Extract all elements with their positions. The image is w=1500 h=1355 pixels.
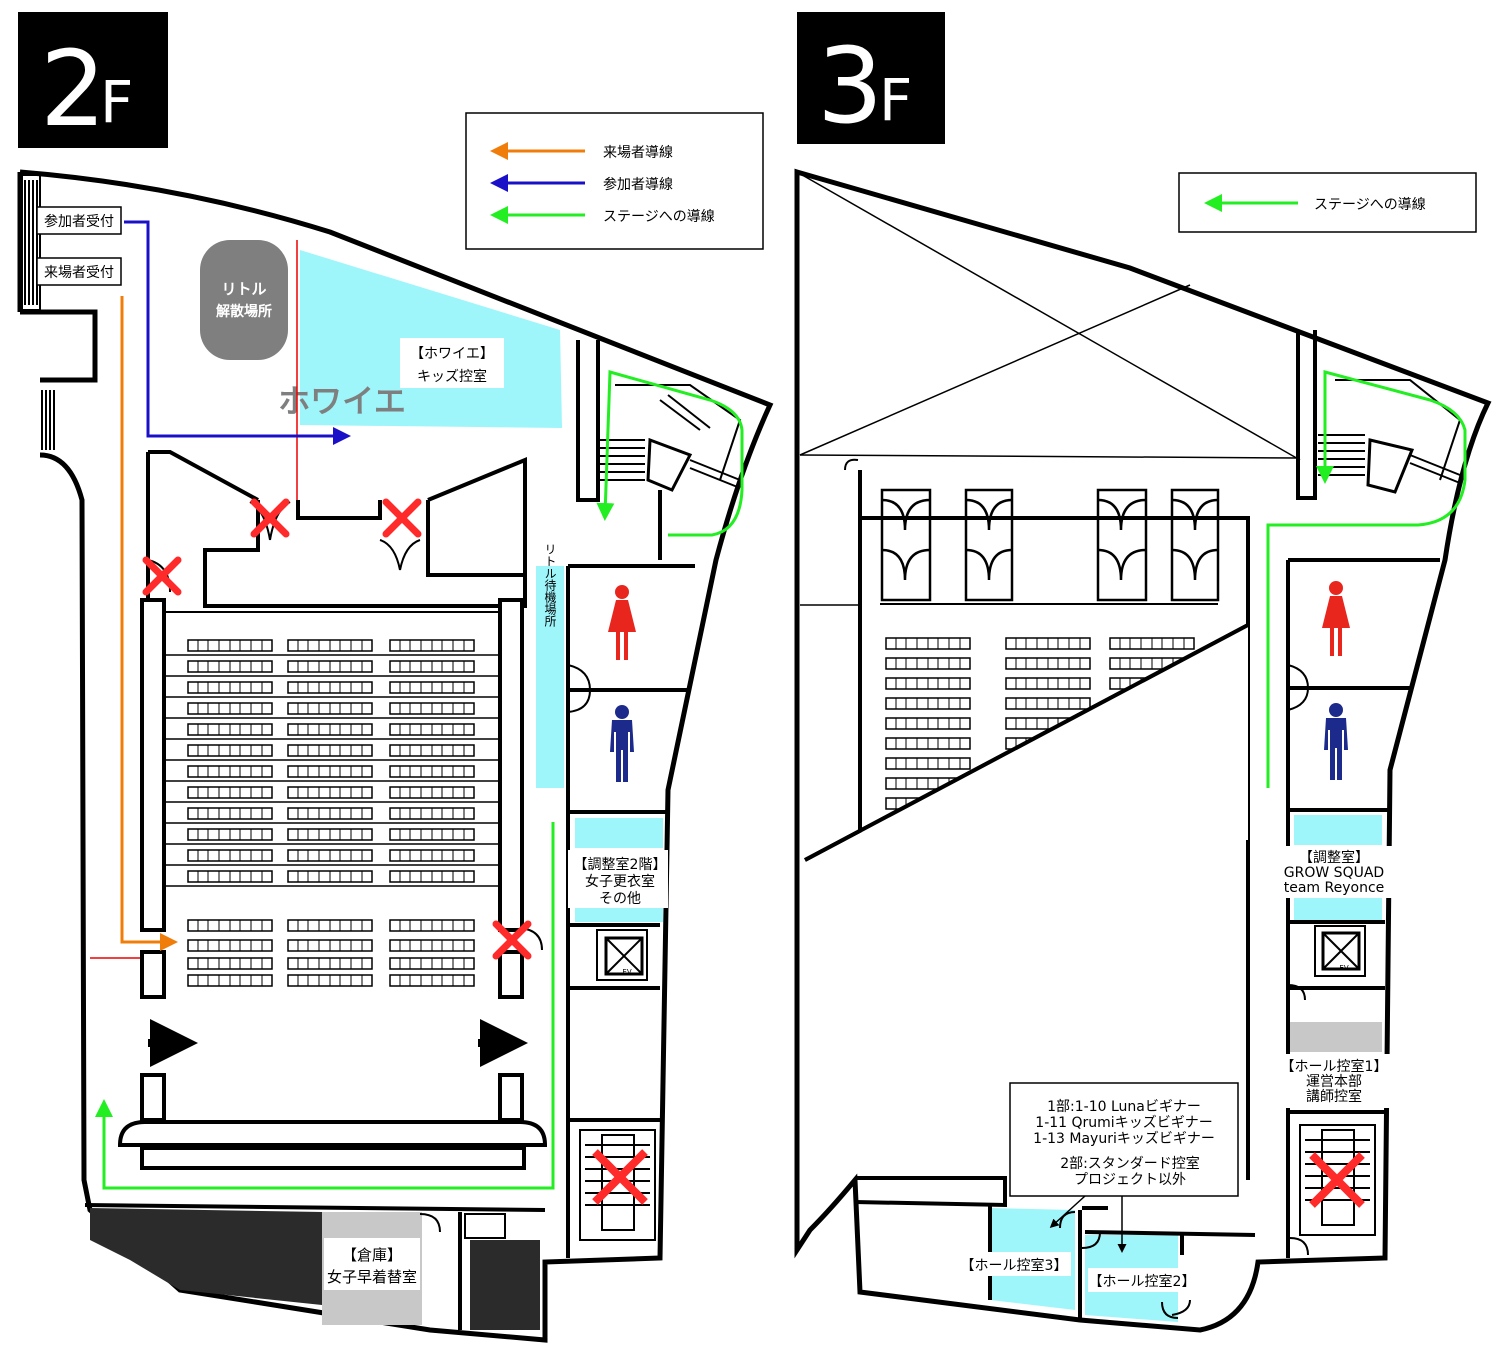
floor3-right-rooms xyxy=(1286,330,1440,1258)
note-line: プロジェクト以外 xyxy=(1074,1172,1186,1188)
female-restroom-icon xyxy=(1322,581,1350,656)
svg-text:【ホール控室3】: 【ホール控室3】 xyxy=(961,1257,1068,1274)
floor2-title: 2 F xyxy=(18,12,168,150)
seat-block-lower xyxy=(187,919,475,987)
svg-text:女子更衣室: 女子更衣室 xyxy=(585,873,655,890)
visitor-route xyxy=(120,296,178,951)
floor2-hall-walls xyxy=(117,450,548,1170)
svg-text:【ホワイエ】: 【ホワイエ】 xyxy=(410,346,494,362)
legend-3f: ステージへの導線 xyxy=(1178,172,1477,233)
male-restroom-icon xyxy=(1324,703,1348,780)
hall-room-assignment-note: 1部:1-10 Lunaビギナー 1-11 Qrumiキッズビギナー 1-13 … xyxy=(1009,1082,1239,1253)
foyer-label: ホワイエ xyxy=(278,382,406,420)
floor3-door-arcs xyxy=(880,488,1220,602)
svg-text:参加者受付: 参加者受付 xyxy=(44,213,114,230)
elevator-icon: EV xyxy=(596,929,648,981)
reception-participant: 参加者受付 xyxy=(36,206,122,235)
svg-text:講師控室: 講師控室 xyxy=(1306,1088,1362,1105)
adjust-room-3f: 【調整室】 GROW SQUAD team Reyonce xyxy=(1275,815,1393,920)
svg-text:【調整室2階】: 【調整室2階】 xyxy=(574,856,667,873)
svg-text:女子早着替室: 女子早着替室 xyxy=(327,1268,417,1286)
floor3-outline xyxy=(794,168,1492,1333)
svg-text:【調整室】: 【調整室】 xyxy=(1299,849,1369,866)
note-line: 1部:1-10 Lunaビギナー xyxy=(1047,1099,1201,1115)
svg-text:3: 3 xyxy=(817,25,883,147)
note-line: 1-13 Mayuriキッズビギナー xyxy=(1033,1131,1215,1147)
closed-x-icon xyxy=(592,1149,648,1205)
legend-item-visitor: 来場者導線 xyxy=(603,145,673,161)
svg-text:リトル: リトル xyxy=(221,280,266,298)
svg-text:EV: EV xyxy=(622,968,631,976)
floor3-stair-right xyxy=(1318,379,1462,494)
floor2-right-rooms xyxy=(566,340,695,1258)
participant-route xyxy=(124,220,351,445)
svg-text:その他: その他 xyxy=(599,891,641,907)
legend-item-stage: ステージへの導線 xyxy=(603,209,715,225)
floor3-title: 3 F xyxy=(797,12,945,147)
svg-text:EV: EV xyxy=(1339,964,1348,972)
svg-text:F: F xyxy=(100,68,133,136)
svg-text:F: F xyxy=(879,66,912,134)
floor2-seating xyxy=(164,611,500,987)
floor2-bottom xyxy=(84,1203,546,1330)
closed-x-icon xyxy=(1309,1152,1365,1208)
legend-item-stage-3f: ステージへの導線 xyxy=(1314,197,1426,213)
hall-room-1: 【ホール控室1】 運営本部 講師控室 xyxy=(1268,1022,1402,1108)
svg-text:team Reyonce: team Reyonce xyxy=(1284,880,1385,896)
legend-item-participant: 参加者導線 xyxy=(603,176,673,193)
stage-route-2f xyxy=(95,370,744,1190)
closed-x-icon xyxy=(386,502,418,534)
floor3-void-lines xyxy=(796,171,1301,606)
note-line: 2部:スタンダード控室 xyxy=(1060,1155,1200,1172)
female-restroom-icon xyxy=(608,585,636,660)
hall-room-3: 【ホール控室3】 xyxy=(957,1252,1071,1276)
svg-text:リトル待機場所: リトル待機場所 xyxy=(543,543,557,627)
svg-text:【ホール控室1】: 【ホール控室1】 xyxy=(1281,1058,1388,1075)
svg-text:キッズ控室: キッズ控室 xyxy=(417,368,487,385)
red-markers xyxy=(90,240,298,959)
floor2-outline xyxy=(17,169,774,1343)
floor3-seating xyxy=(804,603,1249,862)
hall-room-2: 【ホール控室2】 xyxy=(1088,1268,1200,1292)
svg-text:解散場所: 解散場所 xyxy=(216,303,272,320)
note-line: 1-11 Qrumiキッズビギナー xyxy=(1035,1115,1212,1131)
svg-text:GROW SQUAD: GROW SQUAD xyxy=(1284,865,1384,881)
reception-visitor: 来場者受付 xyxy=(36,257,122,286)
legend-2f: 来場者導線 参加者導線 ステージへの導線 xyxy=(465,112,764,250)
svg-text:来場者受付: 来場者受付 xyxy=(44,265,114,281)
svg-text:【ホール控室2】: 【ホール控室2】 xyxy=(1089,1273,1196,1290)
elevator-icon: EV xyxy=(1314,925,1366,977)
storage-room: 【倉庫】 女子早着替室 xyxy=(324,1238,420,1290)
male-restroom-icon xyxy=(610,705,634,782)
little-waiting-area: リトル待機場所 xyxy=(536,543,564,788)
stage-route-3f xyxy=(1266,370,1467,788)
adjust-room-2f: 【調整室2階】 女子更衣室 その他 xyxy=(568,818,668,922)
svg-text:【倉庫】: 【倉庫】 xyxy=(342,1246,402,1264)
svg-text:2: 2 xyxy=(40,28,106,150)
kids-waiting-room: 【ホワイエ】 キッズ控室 xyxy=(300,250,562,428)
floor2-stair-right xyxy=(600,384,742,492)
little-dispersal-area: リトル 解散場所 xyxy=(200,240,288,360)
svg-text:運営本部: 運営本部 xyxy=(1306,1074,1362,1090)
closed-x-icon xyxy=(146,560,178,592)
